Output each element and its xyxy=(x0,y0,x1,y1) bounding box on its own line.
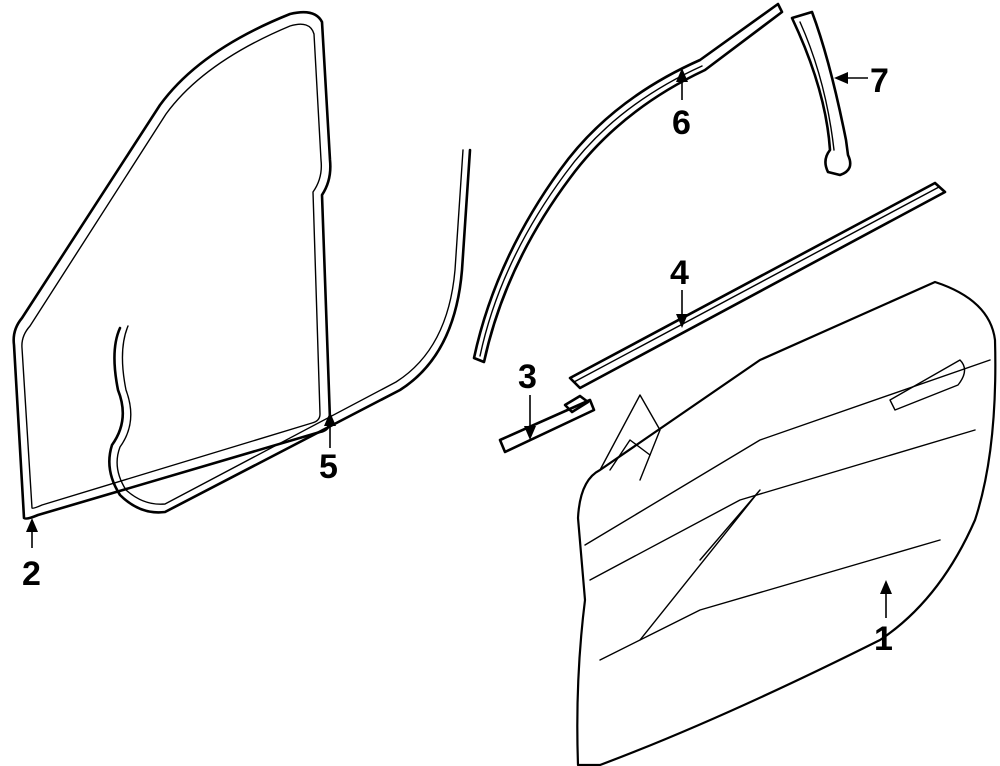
leader-5 xyxy=(324,412,336,448)
callout-3: 3 xyxy=(518,358,537,396)
part-1-door-shell xyxy=(576,280,997,766)
leader-4 xyxy=(676,290,688,328)
leader-2 xyxy=(26,518,38,548)
leader-3 xyxy=(524,395,536,440)
part-4-belt-molding xyxy=(568,181,947,390)
callout-5: 5 xyxy=(319,448,338,486)
callout-7: 7 xyxy=(870,62,889,100)
part-6-frame-molding xyxy=(472,2,784,364)
part-5-seal xyxy=(108,148,472,514)
callout-2: 2 xyxy=(22,555,41,593)
leader-6 xyxy=(676,68,688,100)
callout-4: 4 xyxy=(670,254,689,292)
leader-7 xyxy=(834,72,868,84)
callout-1: 1 xyxy=(874,620,893,658)
part-2-weatherstrip xyxy=(12,10,332,520)
part-7-pillar-trim xyxy=(790,10,852,177)
callout-6: 6 xyxy=(672,104,691,142)
part-3-small-molding xyxy=(498,394,596,454)
leader-1 xyxy=(880,580,892,618)
